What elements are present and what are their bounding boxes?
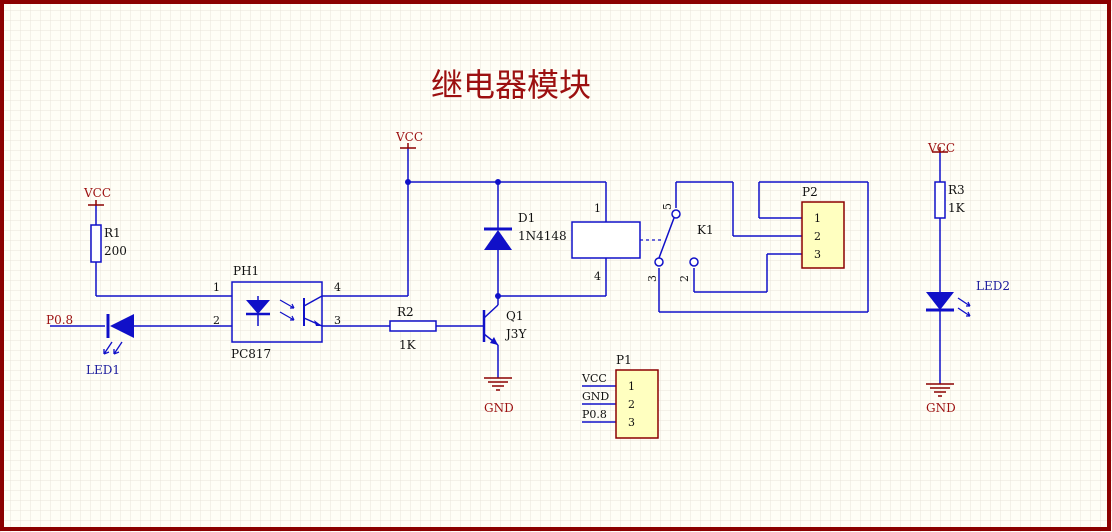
p1-pin-2: 2	[628, 398, 635, 411]
k1-contact-pin-2: 2	[678, 275, 691, 282]
diode-d1[interactable]: D1 1N4148	[484, 211, 567, 250]
r2-ref: R2	[397, 305, 414, 319]
p1-net-p08: P0.8	[582, 408, 607, 421]
schematic-title: 继电器模块	[431, 66, 591, 104]
r2-value: 1K	[399, 338, 417, 352]
r1-value: 200	[104, 244, 127, 258]
gnd-label-right: GND	[926, 401, 956, 415]
led1-ref: LED1	[86, 363, 120, 377]
p2-pin-2: 2	[814, 230, 821, 243]
vcc-label-r1: VCC	[83, 186, 111, 200]
ph1-pin-3: 3	[334, 314, 341, 327]
connector-p1[interactable]: P1 1 2 3 VCC GND P0.8	[581, 353, 659, 439]
led2-symbol[interactable]: LED2	[926, 279, 1010, 317]
relay-k1[interactable]: K1 1 4 5 3 2	[571, 202, 714, 283]
r3-ref: R3	[948, 183, 965, 197]
transistor-q1[interactable]: Q1 J3Y	[474, 304, 527, 346]
gnd-label-q1: GND	[484, 401, 514, 415]
p1-pin-1: 1	[628, 380, 635, 393]
ph1-ref: PH1	[233, 264, 259, 278]
ph1-pin-2: 2	[213, 314, 220, 327]
q1-value: J3Y	[504, 327, 527, 341]
ph1-value: PC817	[231, 347, 271, 361]
vcc-label-top: VCC	[395, 130, 423, 144]
vcc-label-right: VCC	[927, 141, 955, 155]
p1-pin-3: 3	[628, 416, 635, 429]
k1-ref: K1	[697, 223, 714, 237]
k1-contact-pin-3: 3	[646, 275, 659, 282]
resistor-r2[interactable]: R2 1K	[389, 305, 437, 352]
p1-net-vcc: VCC	[581, 372, 607, 385]
connector-p2[interactable]: P2 1 2 3	[801, 185, 845, 269]
p2-pin-3: 3	[814, 248, 821, 261]
ph1-pin-1: 1	[213, 281, 220, 294]
p2-ref: P2	[802, 185, 818, 199]
d1-ref: D1	[518, 211, 535, 225]
p1-net-gnd: GND	[582, 390, 609, 403]
resistor-r1[interactable]: R1 200	[90, 224, 127, 263]
r1-ref: R1	[104, 226, 121, 240]
p08-label-left: P0.8	[46, 313, 73, 327]
q1-ref: Q1	[506, 309, 523, 323]
led1-symbol[interactable]: LED1	[86, 314, 134, 377]
ph1-pin-4: 4	[334, 281, 341, 294]
optocoupler-ph1[interactable]: PH1 PC817 1 2 3 4	[213, 264, 341, 361]
led2-ref: LED2	[976, 279, 1010, 293]
k1-coil-pin-1: 1	[594, 202, 601, 215]
resistor-r3[interactable]: R3 1K	[934, 181, 966, 219]
k1-contact-pin-5: 5	[661, 203, 674, 210]
p2-pin-1: 1	[814, 212, 821, 225]
p1-ref: P1	[616, 353, 632, 367]
r3-value: 1K	[948, 201, 966, 215]
k1-coil-pin-4: 4	[594, 270, 601, 283]
d1-value: 1N4148	[518, 229, 567, 243]
